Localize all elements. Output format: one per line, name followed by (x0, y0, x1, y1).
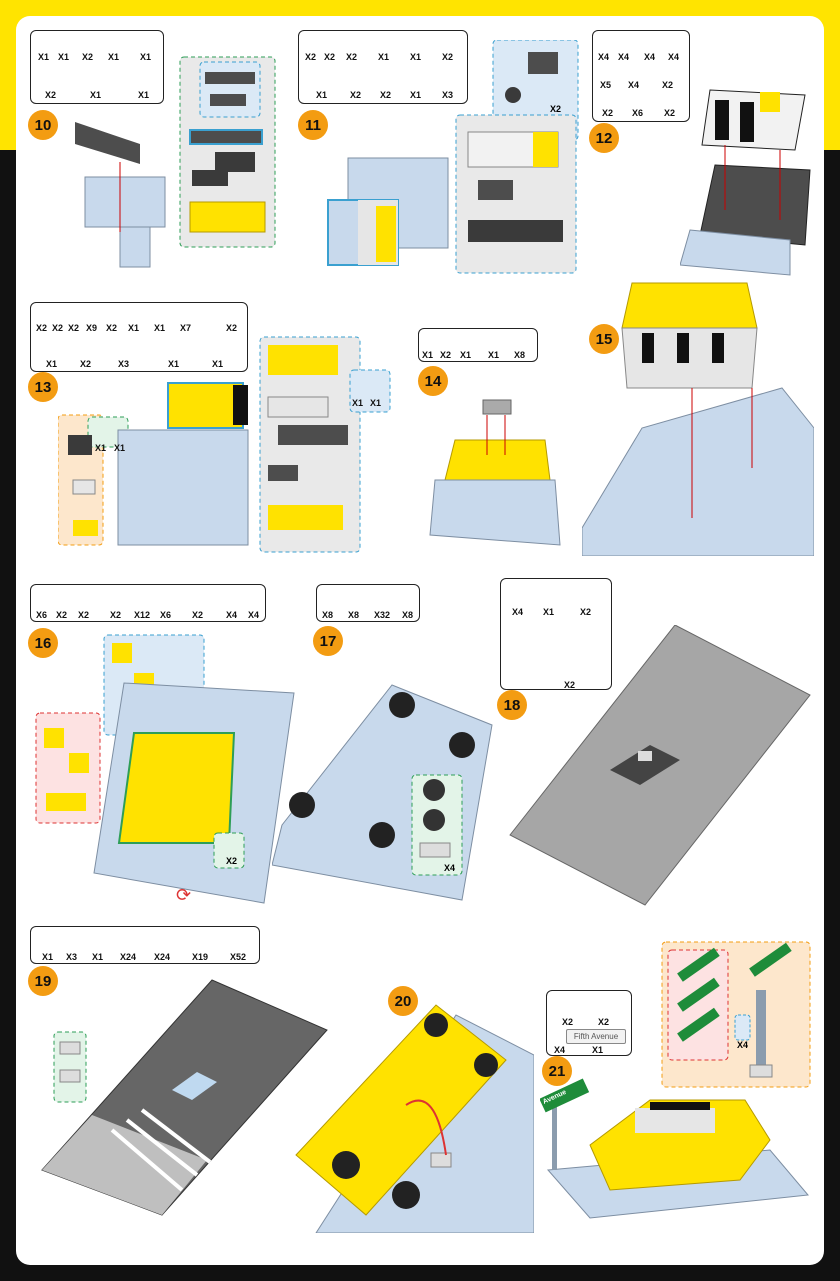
step12-number: 12 (589, 123, 619, 153)
step16-sub-count: X2 (226, 856, 237, 866)
step11-number: 11 (298, 110, 328, 140)
step13-parts-box (30, 302, 248, 372)
step11-parts-box (298, 30, 468, 104)
step21-illustration: X4 (540, 941, 811, 1219)
step13-illustration (58, 336, 391, 553)
step20-number: 20 (388, 986, 418, 1016)
step10-parts-box (30, 30, 164, 104)
step16-illustration: X2 ⟳ (35, 634, 295, 905)
step17-parts-box (316, 584, 420, 622)
step14-number: 14 (418, 366, 448, 396)
step16-number: 16 (28, 628, 58, 658)
step19-number: 19 (28, 966, 58, 996)
step19-illustration (41, 979, 328, 1216)
step11-sub-count: X2 (550, 104, 561, 114)
rotate-icon: ⟳ (176, 885, 191, 905)
step16-parts-box (30, 584, 266, 622)
step20-illustration (295, 1004, 534, 1233)
step18-number: 18 (497, 690, 527, 720)
step15-number: 15 (589, 324, 619, 354)
step12-illustration (680, 89, 811, 276)
step10-illustration (75, 56, 276, 268)
step15-illustration (582, 282, 814, 556)
step21-parts-box (546, 990, 632, 1056)
step18-illustration (509, 625, 811, 906)
parts-sign-tile: Fifth Avenue (566, 1029, 626, 1044)
step21-sub-count: X4 (737, 1040, 748, 1050)
step14-illustration (429, 399, 561, 546)
step21-number: 21 (542, 1056, 572, 1086)
step12-parts-box (592, 30, 690, 122)
step13-number: 13 (28, 372, 58, 402)
step14-parts-box (418, 328, 538, 362)
step11-illustration: X2 (327, 40, 579, 274)
step19-parts-box (30, 926, 260, 964)
step18-parts-box (500, 578, 612, 690)
step10-number: 10 (28, 110, 58, 140)
step17-number: 17 (313, 626, 343, 656)
step17-illustration: X4 (272, 684, 493, 901)
step17-sub-count: X4 (444, 863, 455, 873)
